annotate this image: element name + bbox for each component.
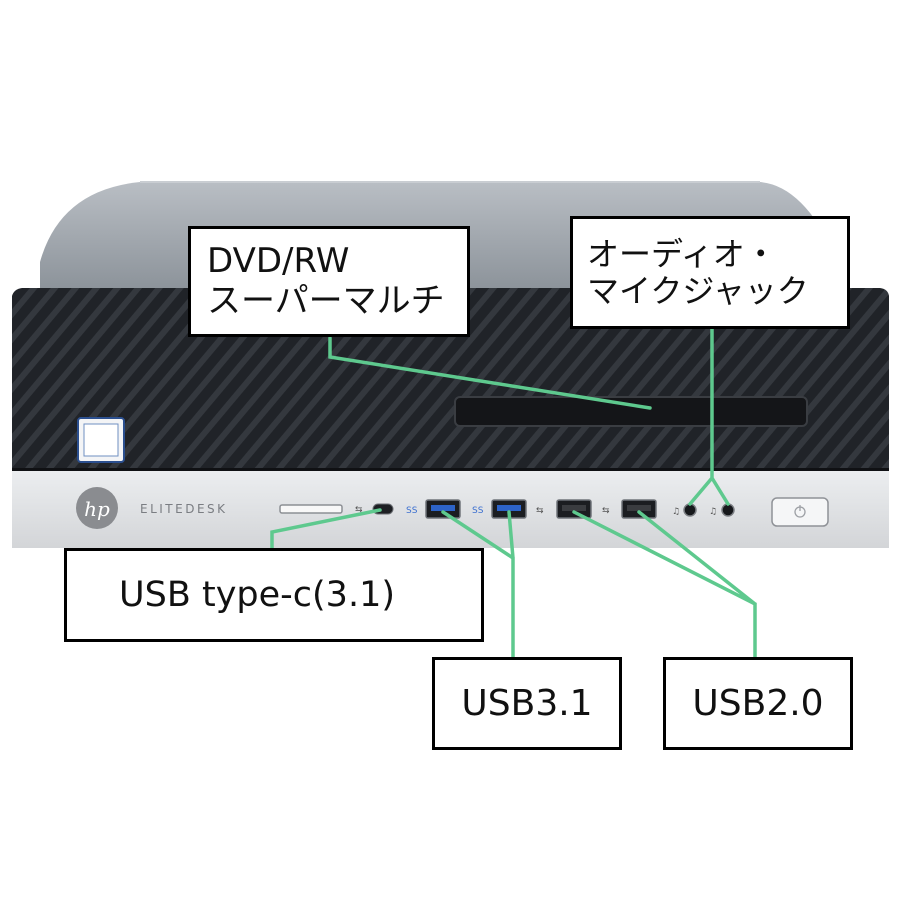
dvd-callout-line1: DVD/RW [207,241,350,282]
usb-3-1-port-1: SS [406,499,461,519]
hp-logo-text: hp [84,497,110,521]
line-dvd [328,336,652,410]
svg-text:⇆: ⇆ [602,506,610,516]
card-reader-slot [279,504,343,514]
dvd-drive-tray [454,396,808,427]
intel-badge [77,417,125,463]
usb-2-0-port-2: ⇆ [602,499,657,519]
audio-jack-callout: オーディオ・ マイクジャック [570,216,850,329]
svg-text:♫: ♫ [672,507,680,517]
audio-callout-line2: マイクジャック [587,271,809,310]
hp-logo: hp [76,487,118,529]
usb-2-0-port-1: ⇆ [536,499,592,519]
usb-type-c-callout: USB type-c(3.1) [64,548,484,642]
power-button [771,497,829,527]
line-audio [688,327,730,506]
usb-3-1-port-2: SS [472,499,527,519]
svg-text:SS: SS [406,506,418,516]
usb20-callout-label: USB2.0 [692,682,824,724]
typec-callout-label: USB type-c(3.1) [119,574,396,615]
usb-2-0-callout: USB2.0 [663,657,853,750]
callout-lines [270,327,757,659]
dvd-drive-callout: DVD/RW スーパーマルチ [188,226,470,337]
svg-text:⇆: ⇆ [355,505,363,515]
usb-3-1-callout: USB3.1 [432,657,622,750]
svg-text:⇆: ⇆ [536,506,544,516]
model-name: ELITEDESK [140,502,228,516]
audio-callout-line1: オーディオ・ [587,234,777,273]
line-typec [270,508,382,550]
usb31-callout-label: USB3.1 [461,682,593,724]
dvd-callout-line2: スーパーマルチ [207,280,445,321]
svg-text:SS: SS [472,506,484,516]
svg-text:♫: ♫ [709,507,717,517]
line-usb31 [441,510,515,659]
line-usb20 [572,510,757,659]
